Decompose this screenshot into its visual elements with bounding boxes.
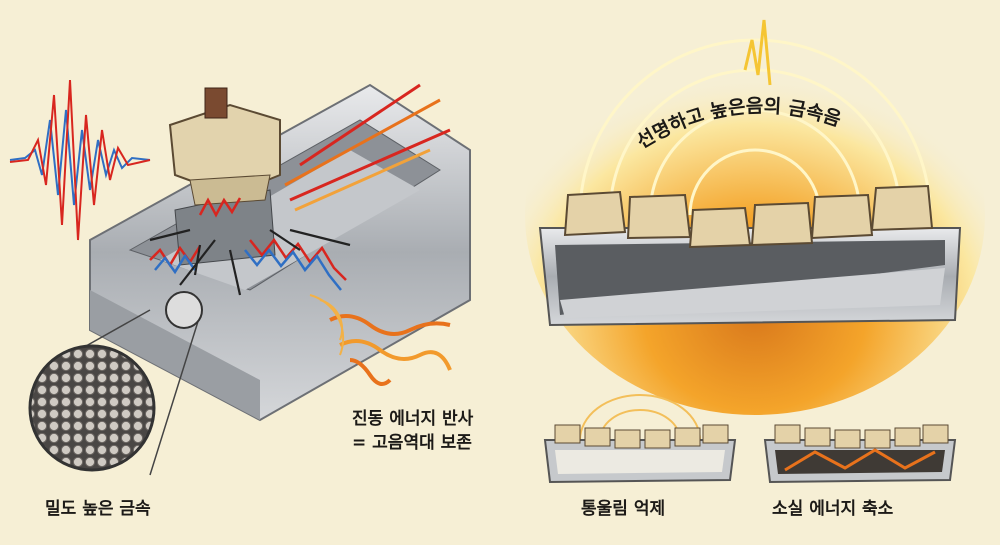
reflection-arrows: [149, 228, 351, 296]
keyboard-resonance-suppressed: [543, 394, 737, 484]
keycaps-large: [563, 184, 934, 249]
label-vibration-reflection: 진동 에너지 반사 = 고음역대 보존: [352, 407, 473, 455]
label-dense-metal: 밀도 높은 금속: [45, 499, 151, 519]
vibration-waves: [149, 197, 347, 291]
label-energy-loss-reduction: 소실 에너지 축소: [772, 499, 894, 519]
label-vibration-reflect-line1: 진동 에너지 반사: [352, 409, 474, 429]
keyboard-energy-loss-reduced: [763, 424, 957, 484]
label-resonance-suppression: 통울림 억제: [581, 499, 666, 519]
outgoing-sound-arrows: [309, 294, 452, 386]
sound-waveform: [9, 79, 151, 241]
incoming-energy-arrows: [284, 83, 451, 212]
metal-density-magnifier: [28, 291, 203, 476]
label-high-freq-line2: = 고음역대 보존: [352, 433, 472, 453]
switch-icon: [168, 87, 281, 206]
metal-housing: [89, 83, 471, 422]
keyboard-case-large: [538, 227, 962, 327]
